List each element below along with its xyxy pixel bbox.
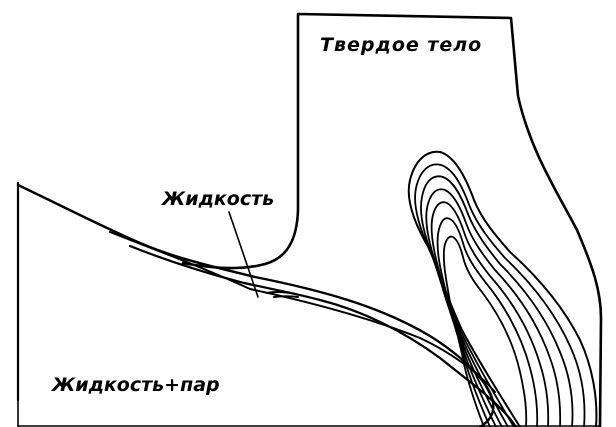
- region-label-solid: Твердое тело: [320, 36, 482, 55]
- liquid-leader-line: [229, 212, 258, 297]
- region-label-liquid-vapor: Жидкость+пар: [52, 376, 220, 395]
- contour-line: [444, 237, 526, 427]
- contour-group: [409, 152, 597, 427]
- contour-line: [409, 152, 597, 427]
- solid-region-boundary: [183, 14, 601, 427]
- region-label-liquid: Жидкость: [162, 190, 274, 209]
- liquid-boundary-middle: [110, 232, 495, 392]
